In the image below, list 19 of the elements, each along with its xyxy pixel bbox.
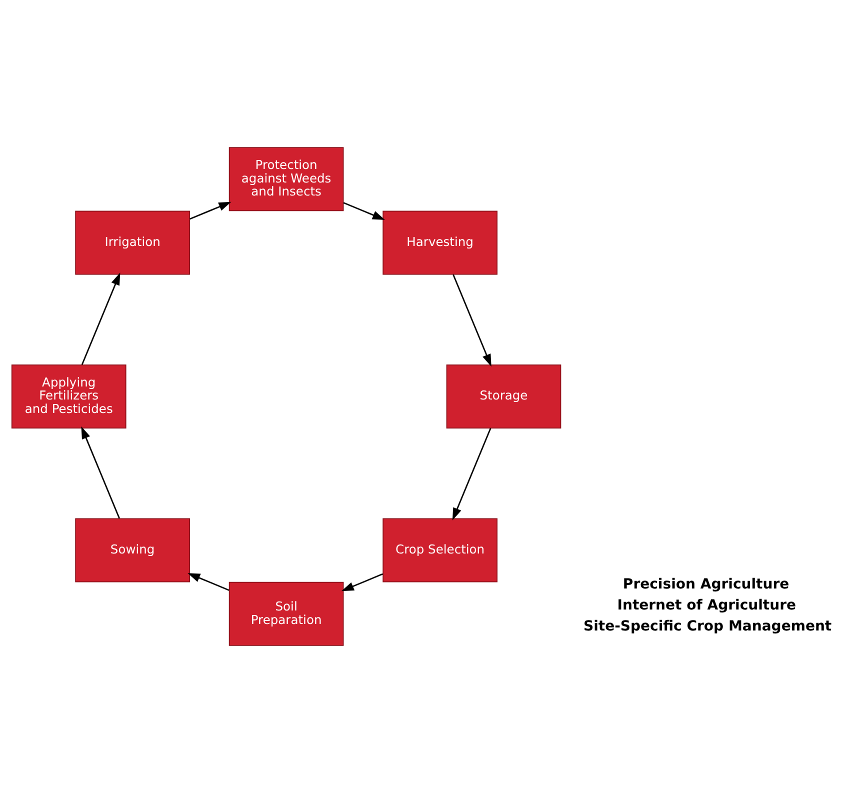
arrow (190, 201, 232, 220)
arrow (452, 428, 492, 520)
node-box: Irrigation (75, 210, 190, 274)
node-box: Sowing (75, 518, 190, 582)
node-box: Crop Selection (382, 518, 498, 582)
node-box: Harvesting (382, 210, 498, 274)
label: Internet of Agriculture (617, 596, 796, 613)
node-box: Storage (446, 364, 562, 428)
arrow (81, 272, 120, 364)
node-box: Applying Fertilizers and Pesticides (11, 364, 126, 428)
label: Site-Specific Crop Management (583, 618, 832, 634)
label: Precision Agriculture (622, 576, 790, 592)
arrow (341, 572, 384, 591)
arrow (452, 274, 492, 366)
arrow (81, 426, 120, 518)
arrow (188, 572, 230, 590)
node-box: Protection against Weeds and Insects (228, 146, 344, 211)
node-box: Soil Preparation (228, 581, 344, 646)
arrow (343, 202, 385, 220)
